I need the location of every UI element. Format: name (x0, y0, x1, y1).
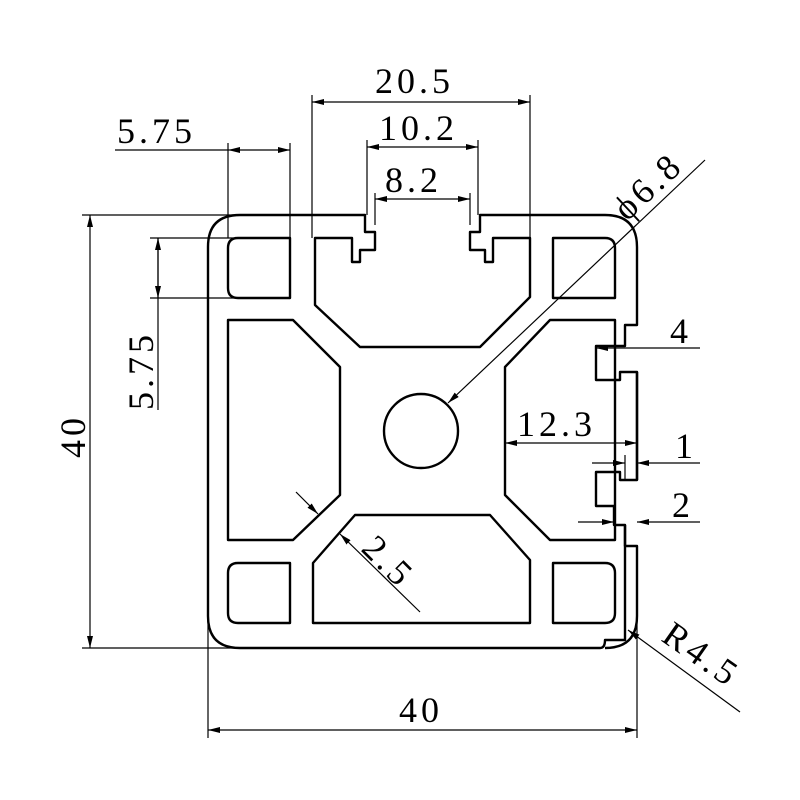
dim-label-2-5: 2.5 (354, 527, 423, 596)
dim-line-2-5-b (339, 533, 421, 613)
corner-cavity-bottom-right (551, 561, 617, 625)
dim-label-2: 2 (672, 485, 694, 525)
corner-cavity-top-right (551, 236, 617, 300)
dim-label-5-75-top: 5.75 (117, 111, 196, 151)
right-wall (604, 372, 639, 650)
dim-label-40-width: 40 (399, 690, 443, 730)
dim-label-radius: R4.5 (655, 614, 748, 696)
dim-label-40-height: 40 (53, 414, 93, 458)
dim-label-10-2: 10.2 (379, 108, 458, 148)
slot-cavity-bottom (311, 513, 532, 625)
dim-label-8-2: 8.2 (385, 160, 442, 200)
dim-label-4: 4 (670, 311, 692, 351)
slot-cavity-left (226, 318, 342, 542)
corner-cavity-bottom-left (226, 561, 292, 625)
dim-label-1: 1 (675, 426, 697, 466)
dim-label-12-3: 12.3 (517, 404, 596, 444)
slot-cavity-right (503, 318, 617, 542)
corner-cavity-top-left (226, 236, 292, 300)
dim-label-20-5: 20.5 (375, 61, 454, 101)
dim-line-2-5-a (295, 491, 319, 515)
dim-leader-radius (627, 629, 741, 713)
dim-leader-diameter (447, 159, 706, 404)
center-hole (382, 392, 460, 470)
dim-label-5-75-left: 5.75 (121, 331, 161, 410)
